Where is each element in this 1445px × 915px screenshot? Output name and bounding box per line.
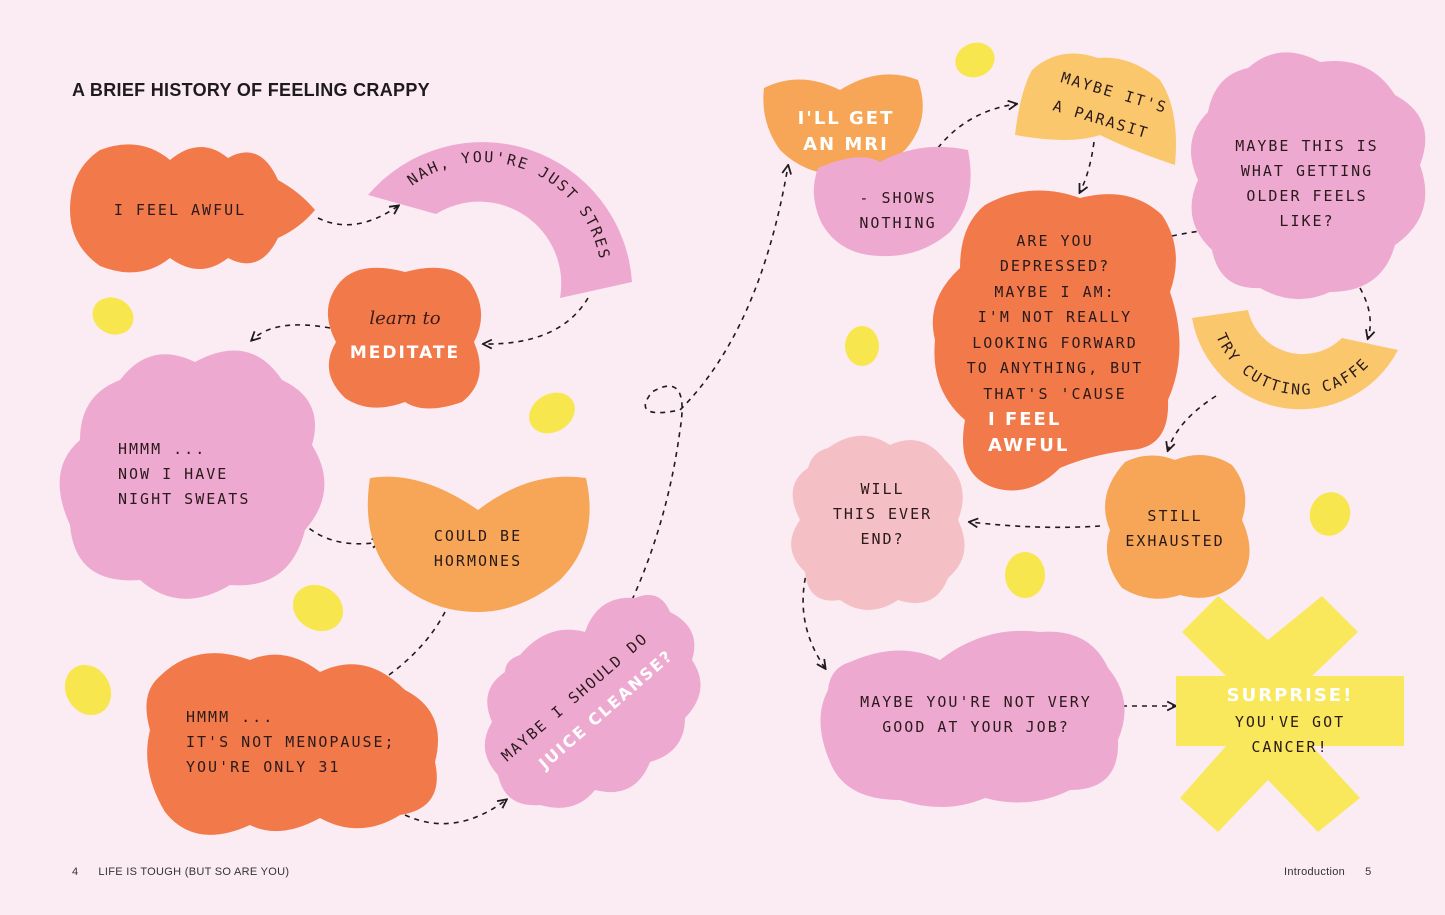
cloud-shape-job (820, 630, 1125, 808)
running-head-left: LIFE IS TOUGH (BUT SO ARE YOU) (98, 866, 290, 878)
yellow-dot (845, 326, 879, 366)
page-number-right: 5 (1365, 866, 1372, 878)
arc-shape-caffeine (1192, 310, 1398, 410)
bubble-surprise: SURPRISE! YOU'VE GOT CANCER! (1180, 676, 1400, 766)
bubble-text-ever-end: WILL THIS EVER END? (832, 479, 933, 548)
bubble-text-surprise: SURPRISE! (1226, 685, 1354, 706)
flower-shape-older (1190, 52, 1426, 300)
arrow-older-to-caffeine (1359, 287, 1370, 338)
bubble-text-exhausted: STILL EXHAUSTED (1125, 507, 1225, 550)
yellow-dot (1005, 552, 1045, 598)
yellow-dot (529, 392, 575, 434)
bubble-text-job: MAYBE YOU'RE NOT VERY GOOD AT YOUR JOB? (860, 693, 1092, 736)
yellow-dot (64, 664, 112, 716)
bowl-shape-parasite (1015, 53, 1176, 166)
bubble-text-cancer: YOU'VE GOT CANCER! (1234, 713, 1346, 756)
half-circle-shape-mri (763, 74, 923, 175)
bubble-depressed: ARE YOU DEPRESSED? MAYBE I AM: I'M NOT R… (940, 214, 1170, 474)
bubble-text-depressed: ARE YOU DEPRESSED? MAYBE I AM: I'M NOT R… (966, 231, 1144, 403)
bubble-text-depressed-accent: I FEEL AWFUL (988, 409, 1070, 457)
arrow-sweats-to-hormones (301, 521, 380, 544)
cloud-shape-menopause (146, 653, 439, 835)
bubble-text-menopause: HMMM ... IT'S NOT MENOPAUSE; YOU'RE ONLY… (186, 707, 396, 776)
leaf-shape-juice-cleanse (484, 595, 701, 808)
bubble-text-mri: I'LL GET AN MRI (797, 108, 895, 155)
yellow-dot (92, 297, 134, 335)
arrow-cleanse-to-mri (631, 166, 788, 601)
blob-shape-exhausted (1105, 455, 1250, 599)
blob-shape-shows-nothing (813, 146, 971, 257)
page-number-left: 4 (72, 866, 79, 878)
arrow-stressed-to-meditate (484, 297, 589, 344)
bubble-text-older: MAYBE THIS IS WHAT GETTING OLDER FEELS L… (1235, 137, 1379, 230)
arrow-awful-to-stressed (317, 206, 398, 226)
bubble-text-hormones: COULD BE HORMONES (433, 527, 523, 570)
bubble-text-night-sweats: HMMM ... NOW I HAVE NIGHT SWEATS (118, 439, 251, 508)
flower-shape-ever-end (791, 435, 965, 610)
blob-shape-depressed (932, 190, 1180, 491)
blob-shape-meditate (327, 267, 482, 409)
arc-shape-just-stressed (368, 142, 632, 298)
folio-left: 4 LIFE IS TOUGH (BUT SO ARE YOU) (72, 866, 289, 878)
page-title: A BRIEF HISTORY OF FEELING CRAPPY (72, 80, 430, 100)
arrow-parasite-to-depressed (1080, 141, 1095, 192)
bubble-text-learn-to: learn to (369, 308, 441, 329)
bubble-text-feel-awful: I FEEL AWFUL (113, 200, 247, 219)
yellow-dot (292, 584, 344, 632)
bubble-meditate: learn to MEDITATE (335, 296, 475, 376)
arrow-exhausted-to-end (970, 522, 1101, 529)
running-head-right: Introduction (1284, 866, 1346, 878)
arrow-meditate-to-sweats (252, 324, 331, 340)
asterisk-shape-surprise (1176, 596, 1404, 832)
yellow-dot (1309, 492, 1351, 536)
leaf-shape-feel-awful (70, 144, 315, 273)
cloud-shape-night-sweats (59, 350, 325, 599)
yellow-dot (955, 42, 995, 78)
bubble-text-shows-nothing: - SHOWS NOTHING (859, 189, 937, 232)
bowl-shape-hormones (367, 476, 590, 612)
folio-right: Introduction 5 (1284, 866, 1372, 878)
arrow-menopause-to-cleanse (404, 800, 506, 825)
arrow-caffeine-to-exhausted (1168, 395, 1217, 450)
yellow-dots (64, 42, 1351, 716)
bubble-text-meditate: MEDITATE (349, 343, 461, 363)
arrow-hormones-to-menopause (358, 611, 446, 695)
